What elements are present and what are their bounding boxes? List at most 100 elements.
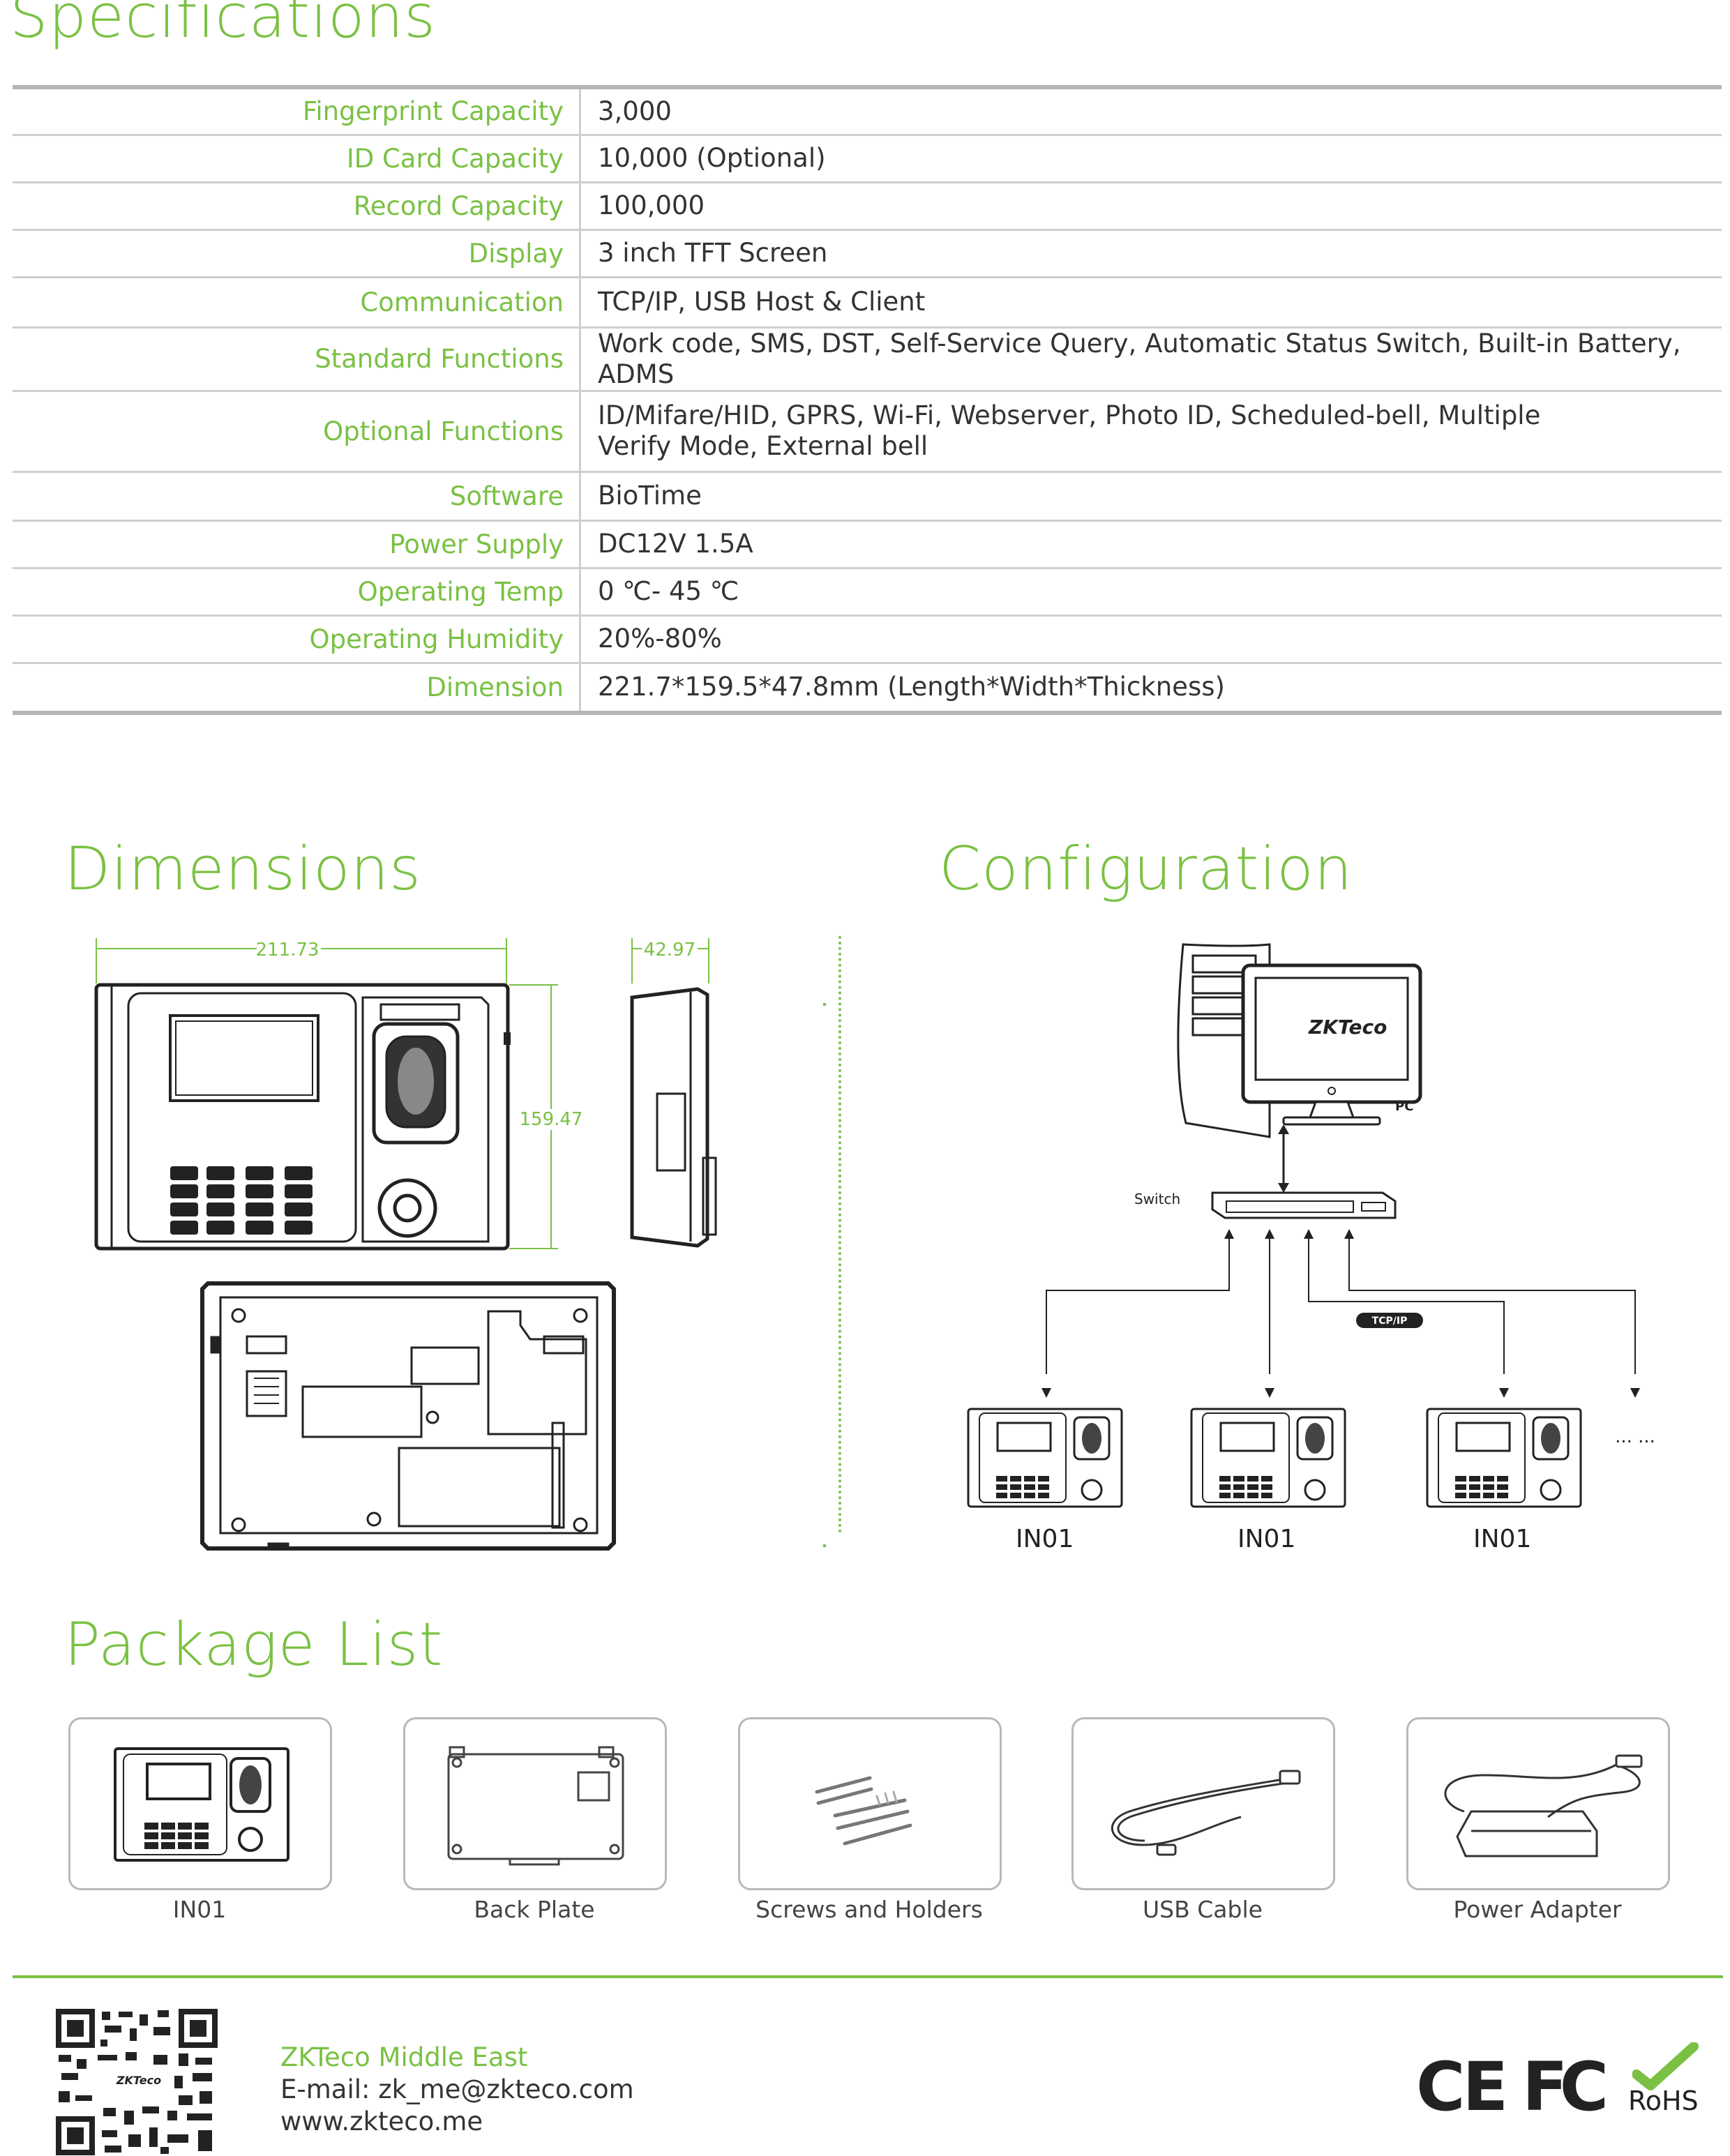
usb-cable-icon — [1111, 1770, 1301, 1856]
qr-code-icon[interactable]: ZKTeco — [56, 2009, 218, 2155]
power-adapter-icon — [1444, 1754, 1643, 1857]
package-label: Screws and Holders — [755, 1896, 983, 1923]
back-view — [200, 1281, 616, 1551]
screws-icon — [815, 1776, 912, 1846]
company-name: ZKTeco Middle East — [280, 2042, 528, 2072]
divider-dot — [823, 1003, 826, 1006]
more-devices-label: ... ... — [1615, 1426, 1655, 1447]
spec-label: Operating Humidity — [13, 615, 581, 664]
fc-mark-icon: FC — [1522, 2048, 1609, 2126]
configuration-diagram: ZKTeco PC Switch TCP/IP — [1046, 943, 1636, 1374]
back-plate-icon — [447, 1746, 624, 1866]
spec-value: 221.7*159.5*47.8mm (Length*Width*Thickne… — [598, 672, 1225, 702]
terminal-device-1 — [967, 1408, 1123, 1508]
package-label: Power Adapter — [1453, 1896, 1622, 1923]
device-label: IN01 — [1238, 1525, 1296, 1553]
package-label: Back Plate — [474, 1896, 595, 1923]
terminal-device-3 — [1426, 1408, 1582, 1508]
spec-label: Fingerprint Capacity — [13, 87, 581, 136]
spec-label: Record Capacity — [13, 182, 581, 231]
spec-value: 3,000 — [580, 87, 1722, 136]
device-label: IN01 — [1016, 1525, 1074, 1553]
monitor-brand-logo: ZKTeco — [1308, 1016, 1387, 1039]
arrow-down-icon — [1278, 1183, 1289, 1193]
website-link[interactable]: www.zkteco.me — [280, 2106, 483, 2136]
terminal-device-2 — [1190, 1408, 1346, 1508]
height-label: 159.47 — [520, 1109, 583, 1130]
spec-value: ID/Mifare/HID, GPRS, Wi-Fi, Webserver, P… — [580, 391, 1722, 473]
dimensions-title: Dimensions — [64, 834, 421, 904]
divider-dot — [823, 1544, 826, 1547]
package-label: IN01 — [172, 1896, 227, 1923]
dimensions-drawing: 211.73 159.47 42.97 — [94, 938, 717, 1551]
spec-value: 20%-80% — [580, 615, 1722, 664]
spec-label: Optional Functions — [13, 391, 581, 473]
spec-label: Power Supply — [13, 520, 581, 569]
package-item-back-plate — [403, 1717, 667, 1890]
footer-divider — [13, 1975, 1723, 1978]
table-row: Dimension 221.7*159.5*47.8mm (Length*Widt… — [13, 663, 1722, 713]
section-divider — [838, 936, 841, 1533]
arrow-heads — [1224, 1229, 1354, 1239]
pc-monitor-icon: ZKTeco — [1241, 963, 1422, 1126]
side-view — [630, 987, 717, 1248]
device-label: IN01 — [1473, 1525, 1532, 1553]
spec-value: 0 ℃- 45 ℃ — [580, 568, 1722, 617]
package-list-title: Package List — [64, 1610, 444, 1680]
tcpip-label: TCP/IP — [1372, 1316, 1408, 1327]
device-icon — [114, 1747, 289, 1862]
rohs-mark: RoHS — [1628, 2086, 1699, 2116]
spec-value: DC12V 1.5A — [580, 520, 1722, 569]
spec-label: Operating Temp — [13, 568, 581, 617]
package-item-power-adapter — [1406, 1717, 1670, 1890]
label-bg — [642, 939, 698, 958]
ce-mark-icon: CE — [1416, 2048, 1508, 2126]
spec-value: 10,000 (Optional) — [580, 135, 1722, 183]
front-view — [94, 983, 511, 1251]
package-item-in01 — [68, 1717, 332, 1890]
rohs-check-icon — [1632, 2042, 1699, 2090]
specifications-title: Specifications — [10, 0, 436, 52]
contact-email[interactable]: E-mail: zk_me@zkteco.com — [280, 2074, 634, 2104]
pc-label: PC — [1395, 1099, 1413, 1114]
network-switch-icon — [1211, 1191, 1397, 1219]
depth-label: 42.97 — [644, 940, 695, 960]
qr-logo: ZKTeco — [116, 2074, 161, 2087]
arrow-up-icon — [1278, 1124, 1289, 1134]
label-bg — [257, 939, 321, 958]
switch-label: Switch — [1134, 1191, 1180, 1207]
configuration-title: Configuration — [939, 834, 1353, 904]
spec-label: Communication — [13, 277, 581, 329]
spec-label: ID Card Capacity — [13, 135, 581, 183]
network-links — [1046, 1233, 1636, 1374]
spec-value: Work code, SMS, DST, Self-Service Query,… — [580, 327, 1722, 392]
spec-label: Software — [13, 472, 581, 522]
package-label: USB Cable — [1143, 1896, 1263, 1923]
package-item-usb-cable — [1071, 1717, 1335, 1890]
tcpip-badge — [1356, 1313, 1423, 1328]
width-label: 211.73 — [256, 940, 319, 960]
spec-value: 100,000 — [580, 182, 1722, 231]
arrow-heads — [1041, 1388, 1640, 1398]
spec-value: TCP/IP, USB Host & Client — [580, 277, 1722, 329]
spec-label: Standard Functions — [13, 327, 581, 392]
package-item-screws — [738, 1717, 1002, 1890]
terminal-devices: ... ... — [967, 1388, 1655, 1508]
label-bg — [516, 1109, 586, 1130]
spec-value: BioTime — [580, 472, 1722, 522]
spec-label: Display — [13, 229, 581, 278]
spec-label: Dimension — [13, 663, 581, 713]
spec-value: 3 inch TFT Screen — [580, 229, 1722, 278]
